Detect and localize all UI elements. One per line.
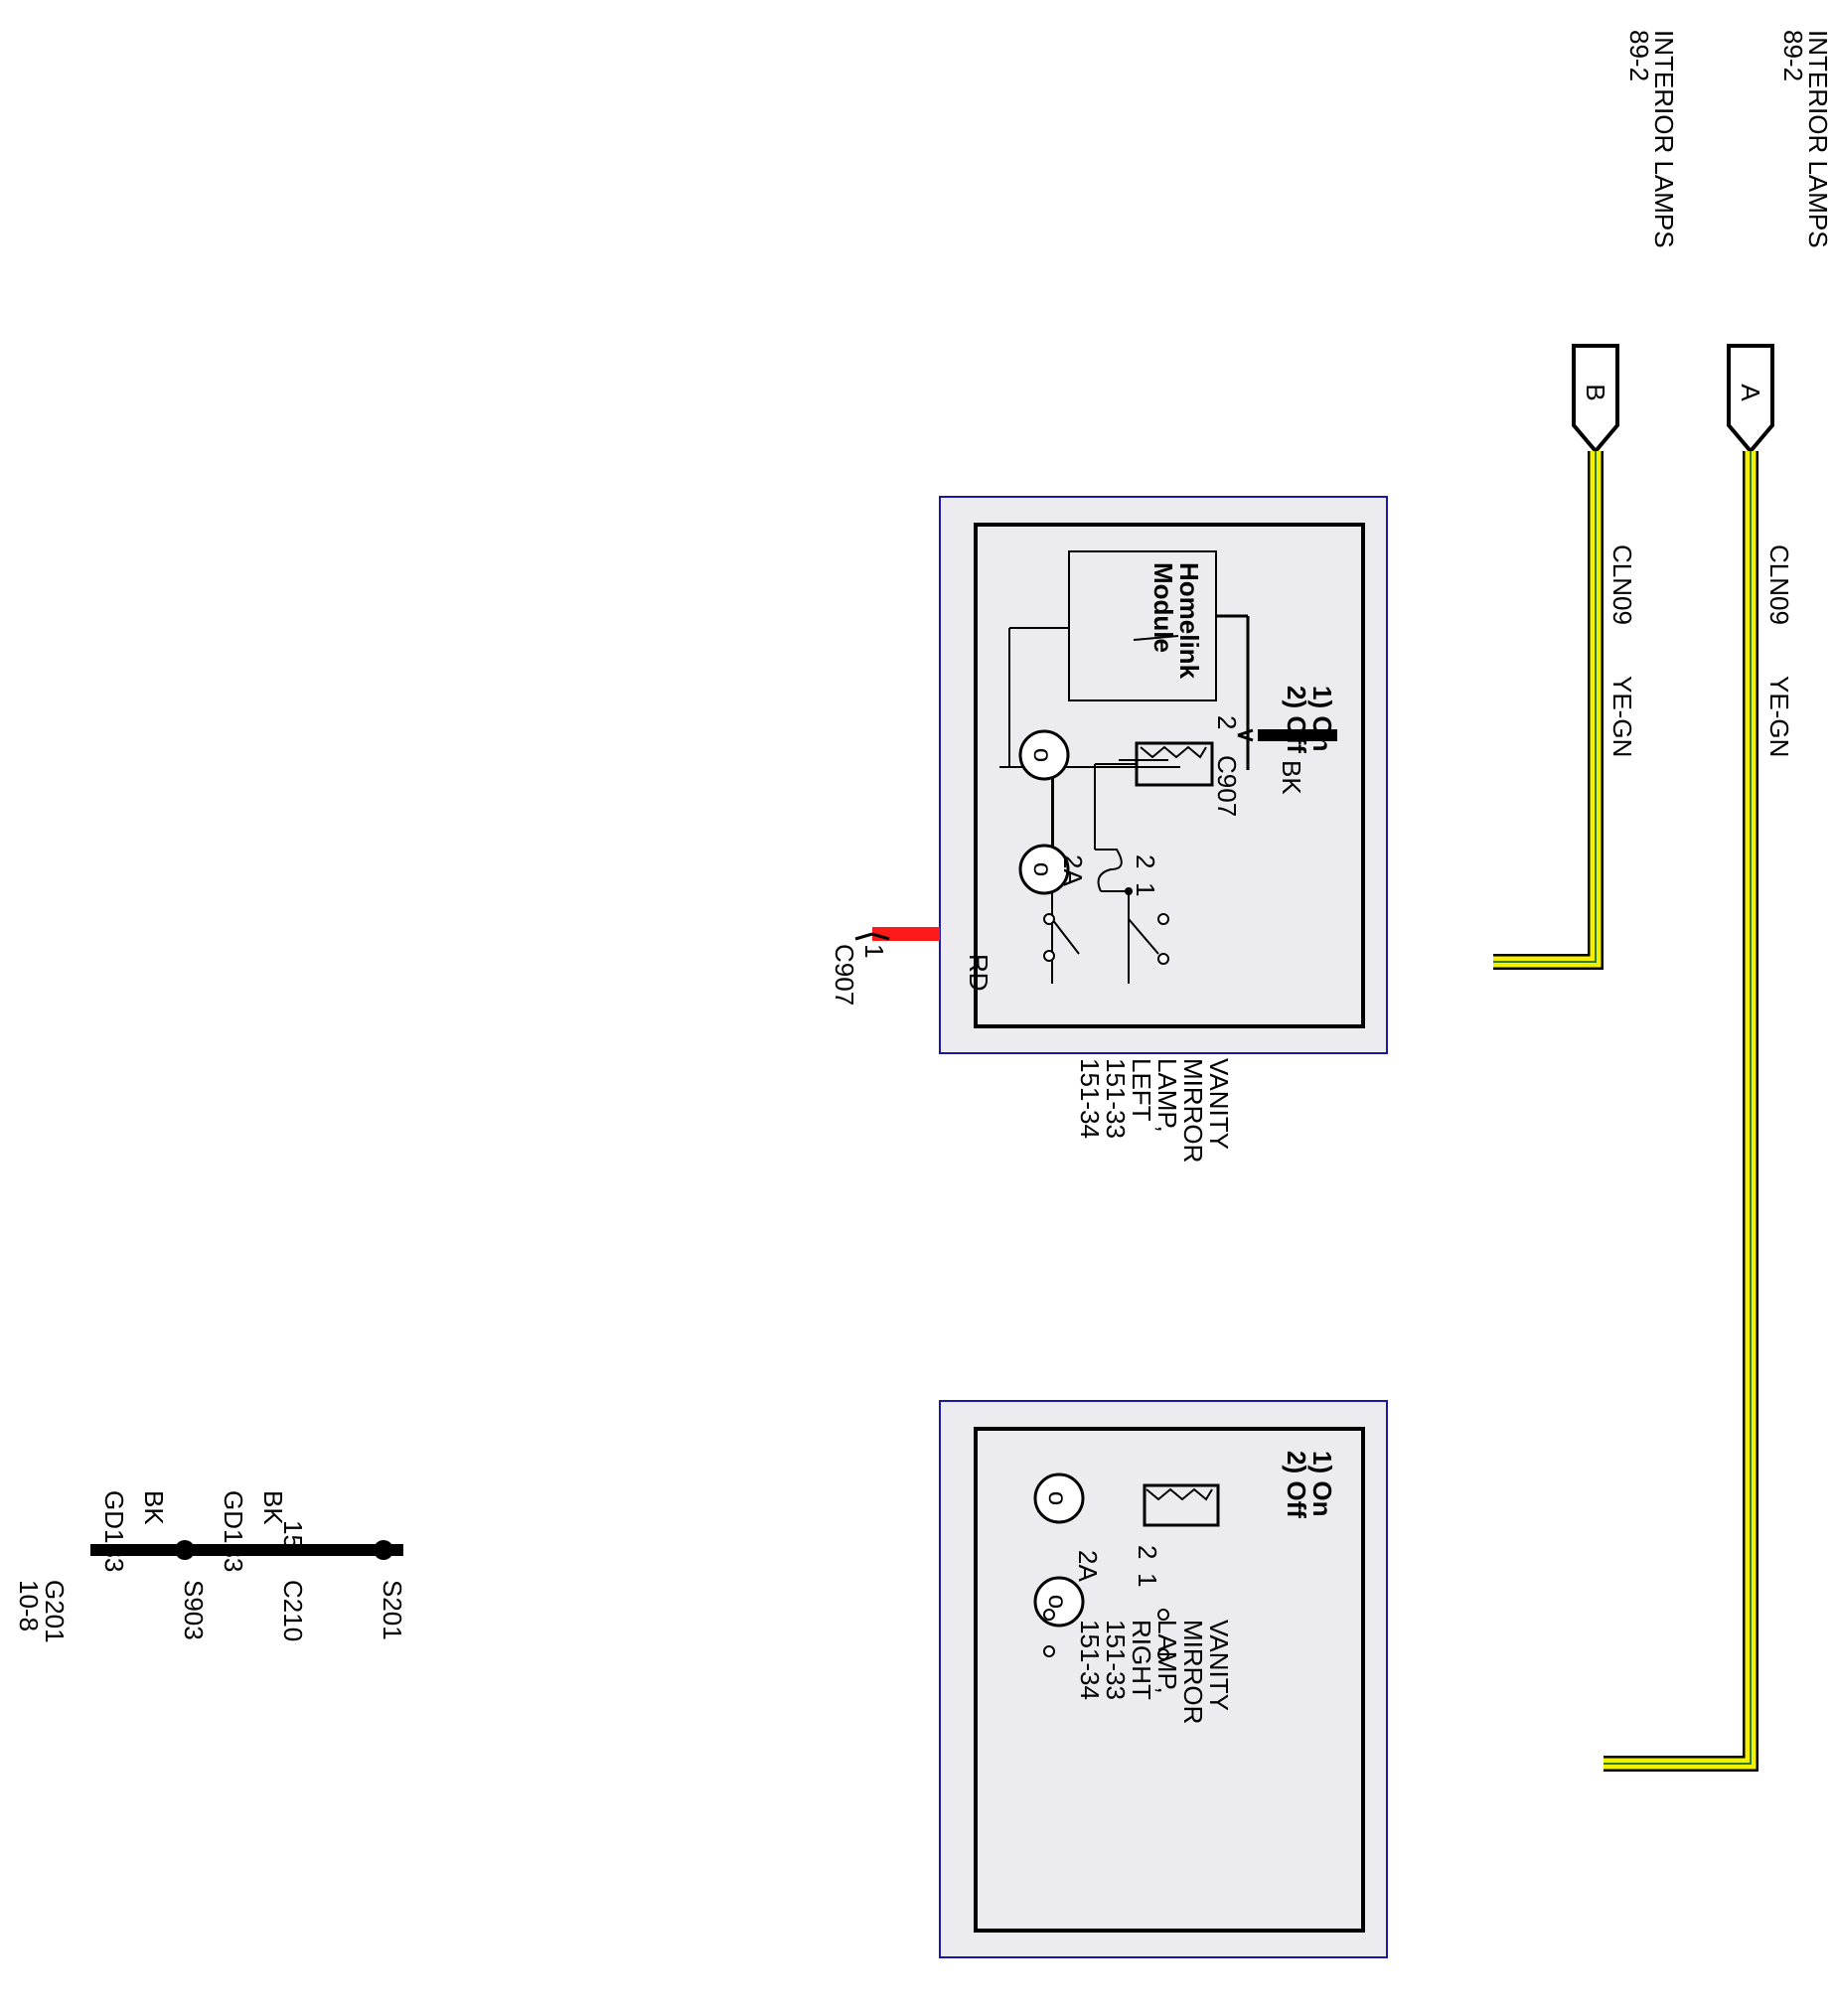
ground-path: [90, 1540, 403, 1560]
left-fuse: 2A 2 1: [1058, 849, 1160, 896]
svg-text:RD: RD: [964, 954, 993, 992]
vanity-mirror-lamp-right[interactable]: 1) On 2) Off o o 2A 2 1: [939, 1400, 1388, 1958]
svg-text:C907: C907: [1212, 755, 1242, 817]
svg-text:2) Off: 2) Off: [1282, 1451, 1311, 1518]
svg-text:VANITY: VANITY: [1204, 1058, 1234, 1150]
svg-text:MIRROR: MIRROR: [1178, 1058, 1208, 1163]
right-module-inner-frame: [974, 1427, 1365, 1933]
connector-a-flag: [1727, 344, 1774, 455]
right-heater-element: [1143, 1483, 1220, 1527]
left-lamp-2: o: [1018, 844, 1070, 895]
left-switch: [1043, 635, 1179, 984]
right-switch: [1043, 1609, 1169, 1660]
wire-b-circuit: CLN09: [1607, 544, 1637, 625]
svg-text:1) On: 1) On: [1307, 1451, 1337, 1516]
connector-a-ref: 89-2: [1778, 30, 1808, 81]
svg-text:LAMP,: LAMP,: [1152, 1620, 1182, 1694]
svg-text:2: 2: [1131, 854, 1160, 868]
connector-a-letter: A: [1736, 384, 1765, 401]
wire-b-color: YE-GN: [1607, 676, 1637, 757]
connector-b-title: INTERIOR LAMPS: [1649, 30, 1679, 248]
svg-text:BK: BK: [139, 1490, 169, 1525]
right-module-outline: [939, 1400, 1388, 1958]
c907-pin1: [854, 932, 890, 941]
svg-text:o: o: [1043, 1491, 1073, 1505]
svg-text:o: o: [1043, 1595, 1073, 1609]
svg-text:G201: G201: [40, 1580, 70, 1643]
svg-text:10-8: 10-8: [14, 1580, 44, 1631]
splice-s903: [175, 1540, 195, 1560]
right-lamp-1: o: [1033, 1473, 1085, 1524]
splice-s201: [374, 1540, 393, 1560]
svg-text:LEFT: LEFT: [1127, 1058, 1156, 1122]
svg-text:S201: S201: [378, 1580, 407, 1640]
wire-a-ye-gn: [1604, 451, 1758, 1772]
svg-text:LAMP,: LAMP,: [1152, 1058, 1182, 1133]
right-fuse: 2A 2 1: [1073, 1545, 1162, 1587]
wire-a-circuit: CLN09: [1764, 544, 1794, 625]
left-module-inner-frame: [974, 523, 1365, 1028]
svg-text:o: o: [1028, 862, 1058, 876]
svg-text:1: 1: [1133, 1573, 1162, 1587]
svg-text:15: 15: [278, 1520, 308, 1549]
connector-a-title: INTERIOR LAMPS: [1803, 30, 1833, 248]
vanity-mirror-lamp-left[interactable]: 1) On 2) Off Homelink Module: [939, 496, 1388, 1163]
off-page-connector-a[interactable]: INTERIOR LAMPS 89-2 A: [1727, 30, 1833, 455]
svg-text:VANITY: VANITY: [1204, 1620, 1234, 1711]
svg-text:GD133: GD133: [219, 1490, 248, 1572]
homelink-module-box: [1068, 550, 1217, 701]
wire-b-ye-gn: [1493, 451, 1604, 970]
off-page-connector-b[interactable]: INTERIOR LAMPS 89-2 B: [1572, 30, 1679, 455]
svg-text:2: 2: [1133, 1545, 1162, 1559]
svg-text:MIRROR: MIRROR: [1178, 1620, 1208, 1724]
svg-text:2: 2: [1212, 715, 1242, 729]
svg-text:o: o: [1028, 748, 1058, 762]
connector-b-ref: 89-2: [1624, 30, 1654, 81]
left-switch-pos2: 2) Off: [1282, 686, 1311, 753]
left-lamp-1: o: [1018, 729, 1070, 781]
right-lamp-2: o: [1033, 1576, 1085, 1628]
svg-text:1: 1: [1131, 882, 1160, 896]
homelink-module-line1: Homelink: [1174, 562, 1204, 680]
connector-b-letter: B: [1581, 384, 1610, 400]
connector-b-flag: [1572, 344, 1619, 455]
homelink-module-line2: Module: [1148, 562, 1178, 653]
svg-text:2A: 2A: [1058, 854, 1088, 886]
wire-a-color: YE-GN: [1764, 676, 1794, 757]
svg-text:BK: BK: [258, 1490, 288, 1525]
svg-text:2A: 2A: [1073, 1550, 1103, 1582]
svg-text:151-34: 151-34: [1075, 1058, 1105, 1139]
svg-text:151-33: 151-33: [1101, 1058, 1131, 1139]
svg-text:C907: C907: [830, 944, 859, 1006]
svg-text:RIGHT: RIGHT: [1127, 1620, 1156, 1700]
svg-text:C210: C210: [278, 1580, 308, 1641]
svg-text:1: 1: [859, 944, 889, 958]
svg-text:S903: S903: [179, 1580, 209, 1640]
svg-text:BK: BK: [1277, 760, 1306, 795]
svg-text:151-33: 151-33: [1101, 1620, 1131, 1700]
svg-text:GD133: GD133: [99, 1490, 129, 1572]
c907-pin2: [1237, 728, 1254, 742]
svg-text:151-34: 151-34: [1075, 1620, 1105, 1700]
